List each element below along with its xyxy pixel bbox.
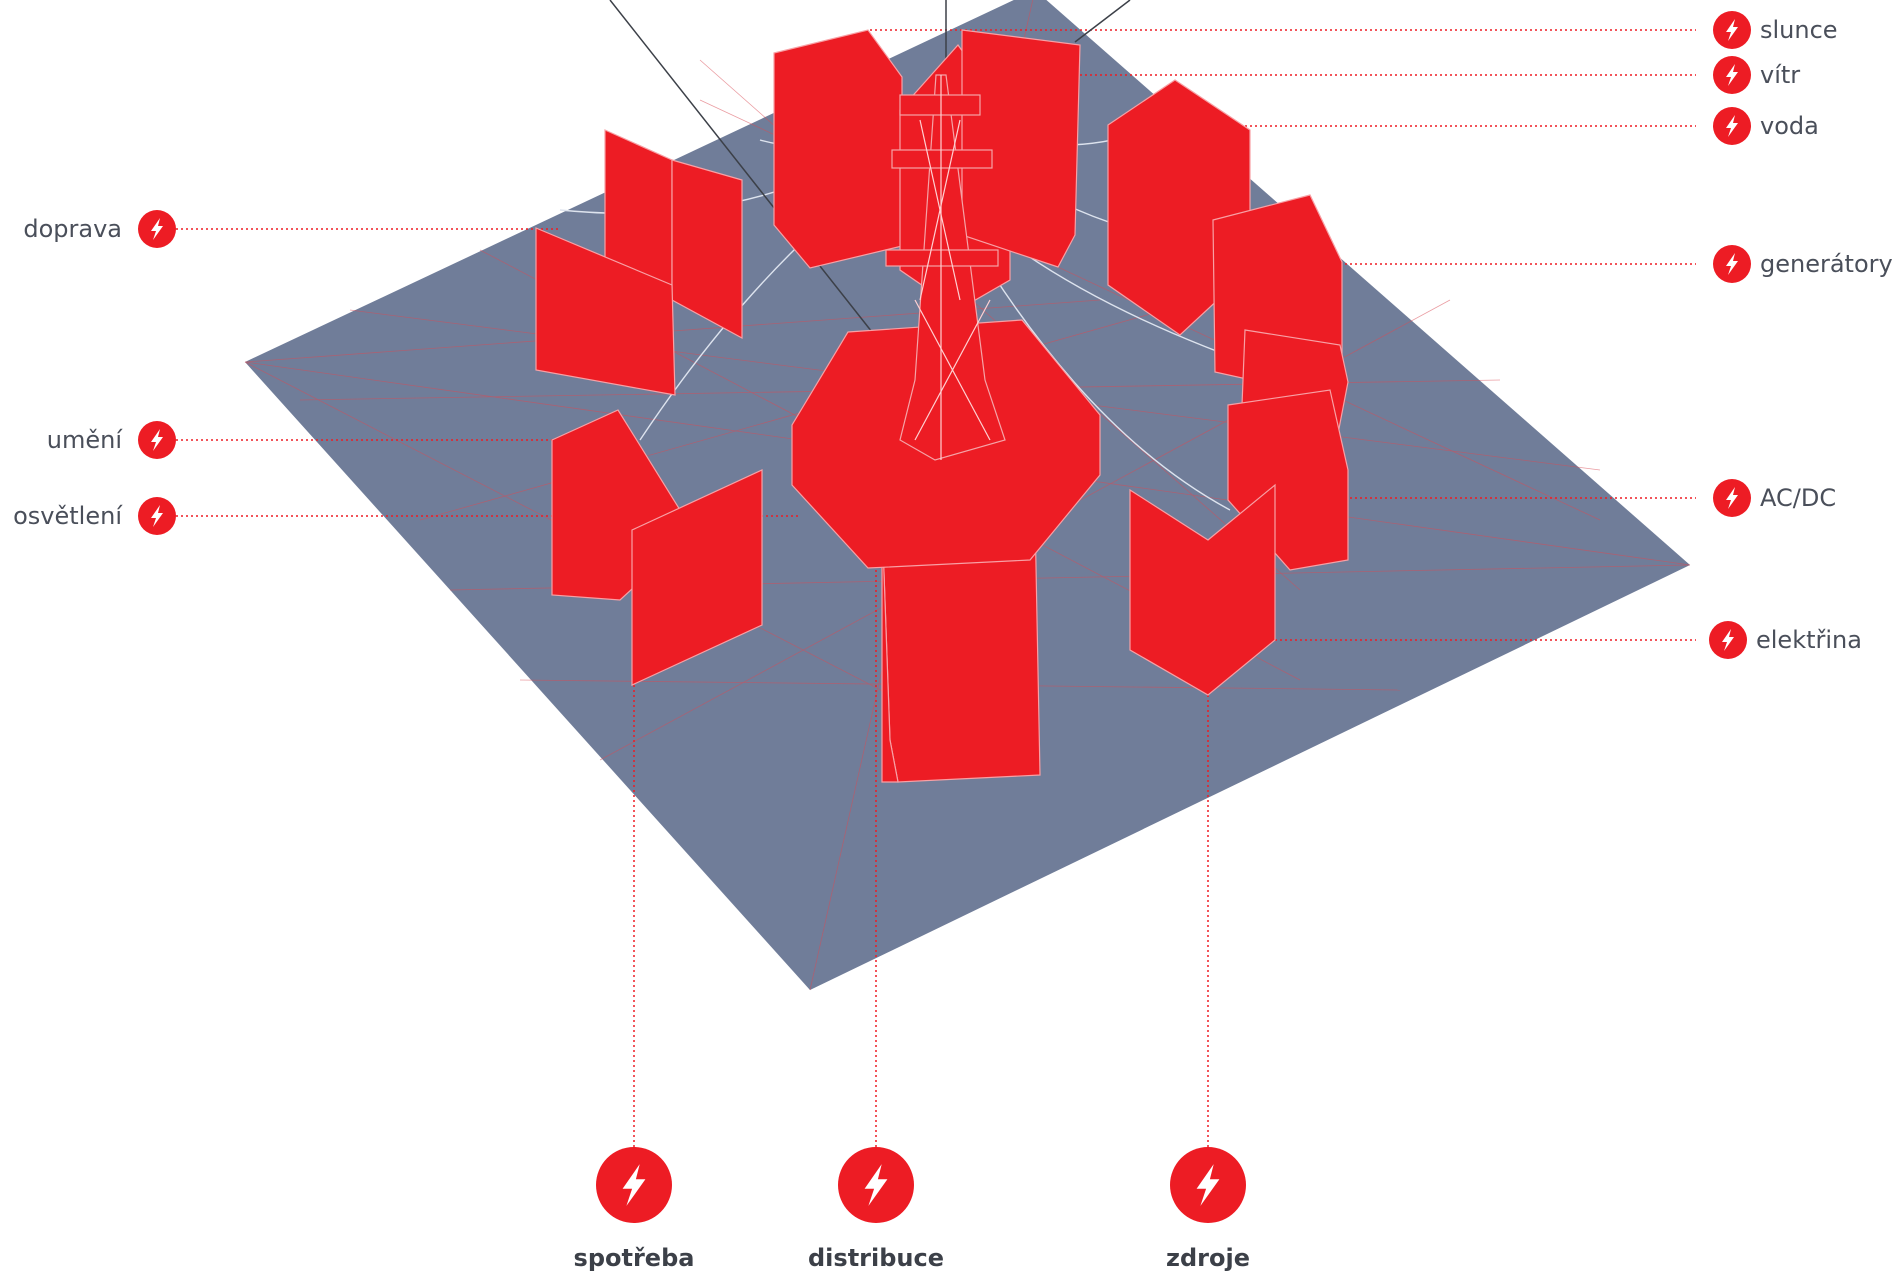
label-doprava: doprava	[23, 217, 122, 241]
lightning-icon	[138, 497, 176, 535]
lightning-icon	[138, 421, 176, 459]
label-slunce: slunce	[1760, 18, 1838, 42]
label-ac-dc: AC/DC	[1760, 486, 1836, 510]
label-vitr: vítr	[1760, 63, 1800, 87]
label-voda: voda	[1760, 114, 1819, 138]
label-generatory: generátory	[1760, 252, 1893, 276]
lightning-icon	[1713, 56, 1751, 94]
lightning-icon	[1709, 621, 1747, 659]
lightning-icon	[1713, 245, 1751, 283]
label-spotreba: spotřeba	[534, 1246, 734, 1270]
label-elektrina: elektřina	[1756, 628, 1862, 652]
lightning-icon	[138, 210, 176, 248]
lightning-icon	[1170, 1147, 1246, 1223]
lightning-icon	[596, 1147, 672, 1223]
lightning-icon	[1713, 11, 1751, 49]
label-umeni: umění	[47, 428, 122, 452]
lightning-icon	[1713, 107, 1751, 145]
lightning-icon	[1713, 479, 1751, 517]
label-distribuce: distribuce	[776, 1246, 976, 1270]
label-zdroje: zdroje	[1108, 1246, 1308, 1270]
label-osvetleni: osvětlení	[13, 504, 122, 528]
lightning-icon	[838, 1147, 914, 1223]
